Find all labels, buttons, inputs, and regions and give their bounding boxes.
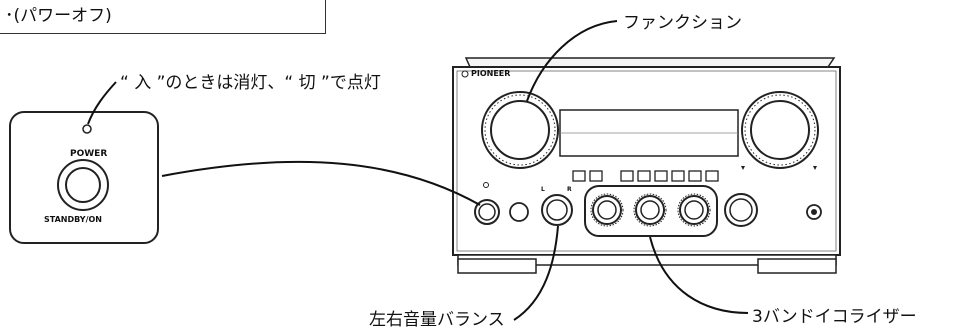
amp-foot-right xyxy=(757,258,837,274)
label-balance: 左右音量バランス xyxy=(369,310,505,330)
square-button-7 xyxy=(688,170,702,182)
power-led xyxy=(82,124,92,134)
label-power-led-note: “ 入 ”のときは消灯、“ 切 ”で点灯 xyxy=(120,73,381,93)
square-button-2 xyxy=(589,170,603,182)
square-button-6 xyxy=(671,170,685,182)
leader-function xyxy=(526,20,618,102)
balance-right-mark: R xyxy=(567,186,572,193)
square-button-8 xyxy=(705,170,719,182)
function-knob xyxy=(490,100,550,160)
amp-top-face xyxy=(464,57,836,68)
square-button-3 xyxy=(620,170,634,182)
inset-power-button-inner xyxy=(65,167,101,203)
amp-small-button xyxy=(509,202,529,222)
label-equalizer: 3バンドイコライザー xyxy=(752,307,917,327)
square-button-1 xyxy=(572,170,586,182)
leader-power-led xyxy=(87,81,117,125)
top-note-box: ･(パワーオフ) xyxy=(0,0,326,34)
square-button-5 xyxy=(654,170,668,182)
leader-equalizer xyxy=(649,236,749,314)
balance-left-mark: L xyxy=(541,186,545,193)
equalizer-group xyxy=(584,185,718,237)
inset-standby-label: STANDBY/ON xyxy=(44,215,102,224)
top-note-text: ･(パワーオフ) xyxy=(5,6,112,26)
label-function: ファンクション xyxy=(623,13,742,33)
inset-power-label: POWER xyxy=(70,149,108,159)
amp-foot-left xyxy=(457,258,537,274)
square-button-4 xyxy=(637,170,651,182)
amp-brand-label: PIONEER xyxy=(471,69,511,78)
leader-balance xyxy=(513,225,559,321)
leader-power-button xyxy=(161,160,481,206)
pioneer-logo-icon xyxy=(461,70,469,78)
volume-knob xyxy=(750,100,810,160)
